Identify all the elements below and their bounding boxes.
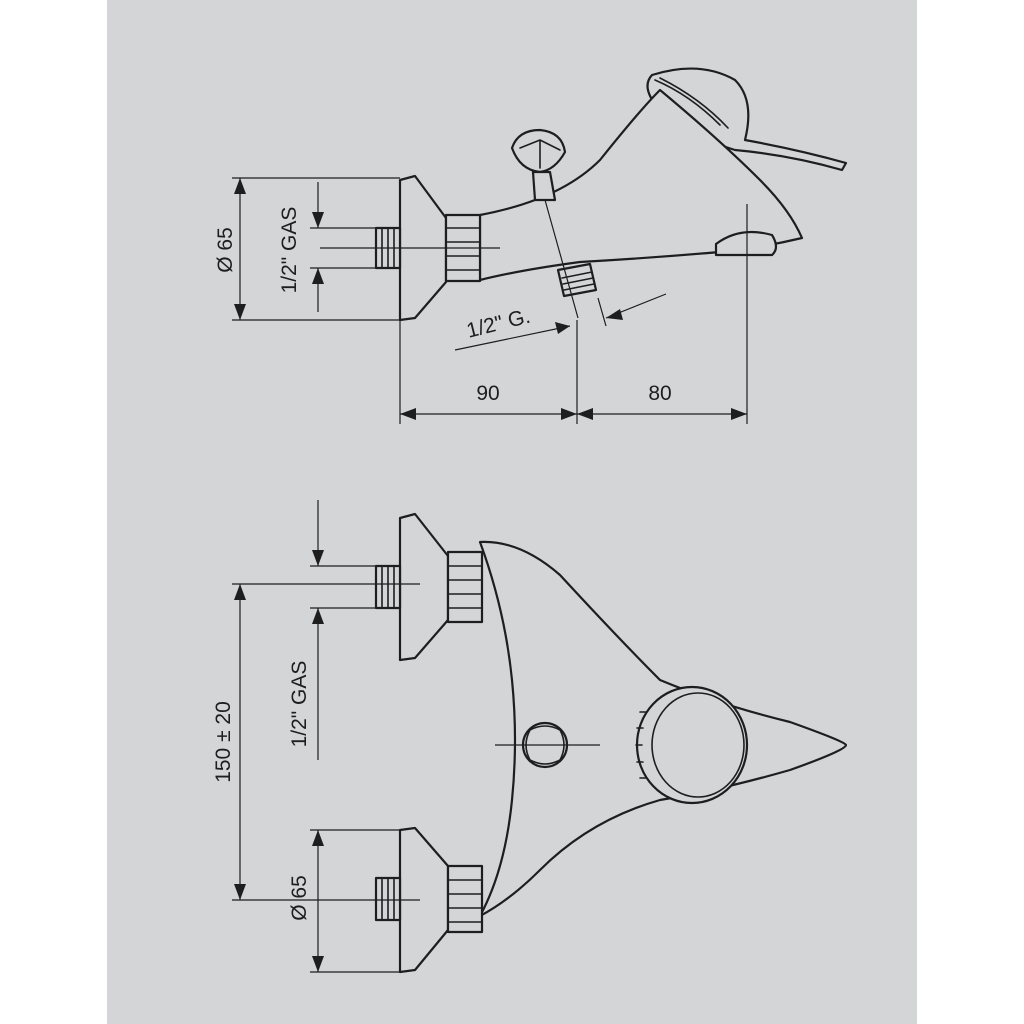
arrow <box>312 212 324 228</box>
arrow <box>312 268 324 284</box>
dim-ext <box>597 297 607 327</box>
label-outlet-thread: 1/2" G. <box>464 305 532 343</box>
label-inlet-thread-front: 1/2" GAS <box>288 661 311 748</box>
top-view: Ø 65 1/2" GAS 1/2" G. 90 80 <box>214 67 848 424</box>
wall-flange-upper <box>398 512 450 662</box>
label-diameter-front: Ø 65 <box>288 875 311 921</box>
label-centers: 150 ± 20 <box>212 701 235 783</box>
arrow <box>400 408 416 420</box>
arrow <box>561 408 577 420</box>
arrow <box>577 408 593 420</box>
arrow <box>312 550 324 566</box>
mixer-body <box>478 88 804 282</box>
diverter-knob <box>510 128 567 174</box>
nut-detail <box>445 227 481 271</box>
knob-stem <box>531 170 557 202</box>
arrow <box>555 322 570 334</box>
thread-lines <box>381 565 395 609</box>
dim-line <box>454 325 571 351</box>
arrow <box>606 309 623 320</box>
knob-front-detail <box>525 725 565 765</box>
arrow <box>234 178 246 194</box>
lever-cap <box>635 685 749 805</box>
arrow <box>731 408 747 420</box>
thread-lines <box>381 877 395 921</box>
connection-nut-upper <box>446 550 484 624</box>
nut-detail <box>447 879 483 923</box>
outlet-thread <box>556 262 598 298</box>
spout <box>714 230 778 257</box>
outlet-axis <box>544 199 579 319</box>
label-inlet-thread-top: 1/2" GAS <box>278 207 301 294</box>
handle-detail <box>654 77 729 129</box>
arrow <box>234 304 246 320</box>
front-view: 150 ± 20 1/2" GAS Ø 65 <box>212 500 848 974</box>
label-diameter-top: Ø 65 <box>214 227 237 273</box>
label-dim-80: 80 <box>648 382 671 405</box>
arrow <box>312 956 324 972</box>
knob-detail <box>519 139 561 169</box>
arrow <box>234 584 246 600</box>
arrow <box>234 884 246 900</box>
lever-ribs <box>635 711 647 779</box>
nut-detail <box>447 565 483 609</box>
connection-nut-lower <box>446 864 484 934</box>
arrow <box>312 608 324 624</box>
arrow <box>312 830 324 846</box>
label-dim-90: 90 <box>476 382 499 405</box>
lever-cap-inner <box>651 692 745 798</box>
